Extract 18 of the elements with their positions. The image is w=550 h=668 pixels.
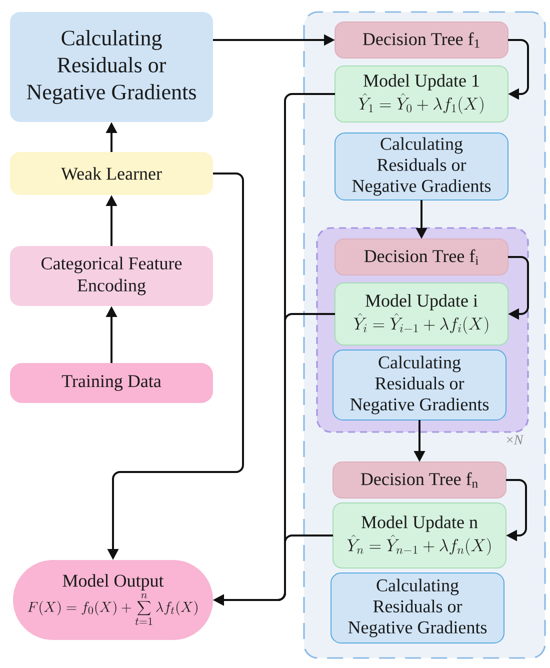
- process-box: Calculating Residuals or Negative Gradients: [330, 572, 504, 644]
- process-box: Categorical Feature Encoding: [10, 246, 213, 306]
- arrow: [508, 256, 529, 320]
- process-box: Model Update 1 $\hat{Y}_{1}=\hat{Y}_{0}+\lambda f_{1}(X)$: [334, 66, 508, 122]
- process-box: Decision Tree f$_{n}$: [332, 462, 506, 498]
- process-box: Calculating Residuals or Negative Gradients: [332, 350, 506, 420]
- process-box: Decision Tree f$_{1}$: [334, 22, 508, 58]
- arrow: [508, 39, 529, 100]
- output-box: Model Output $F(X)=f_{0}(X)+\sum_{t=1}^{n}\lambda f_{t}(X)$: [13, 560, 213, 640]
- process-box: Model Update i $\hat{Y}_{i}=\hat{Y}_{i-1}+\lambda f_{i}(X)$: [334, 282, 508, 346]
- process-box: Calculating Residuals or Negative Gradients: [334, 132, 508, 200]
- process-box: Decision Tree f$_{i}$: [334, 238, 508, 276]
- process-box: Model Update n $\hat{Y}_{n}=\hat{Y}_{n-1}+\lambda f_{n}(X)$: [332, 502, 506, 568]
- repeat-label: ×N: [507, 435, 524, 444]
- arrow: [506, 479, 527, 542]
- process-box: Calculating Residuals or Negative Gradients: [10, 12, 213, 122]
- process-box: Weak Learner: [10, 152, 213, 195]
- input-box: Training Data: [10, 363, 213, 403]
